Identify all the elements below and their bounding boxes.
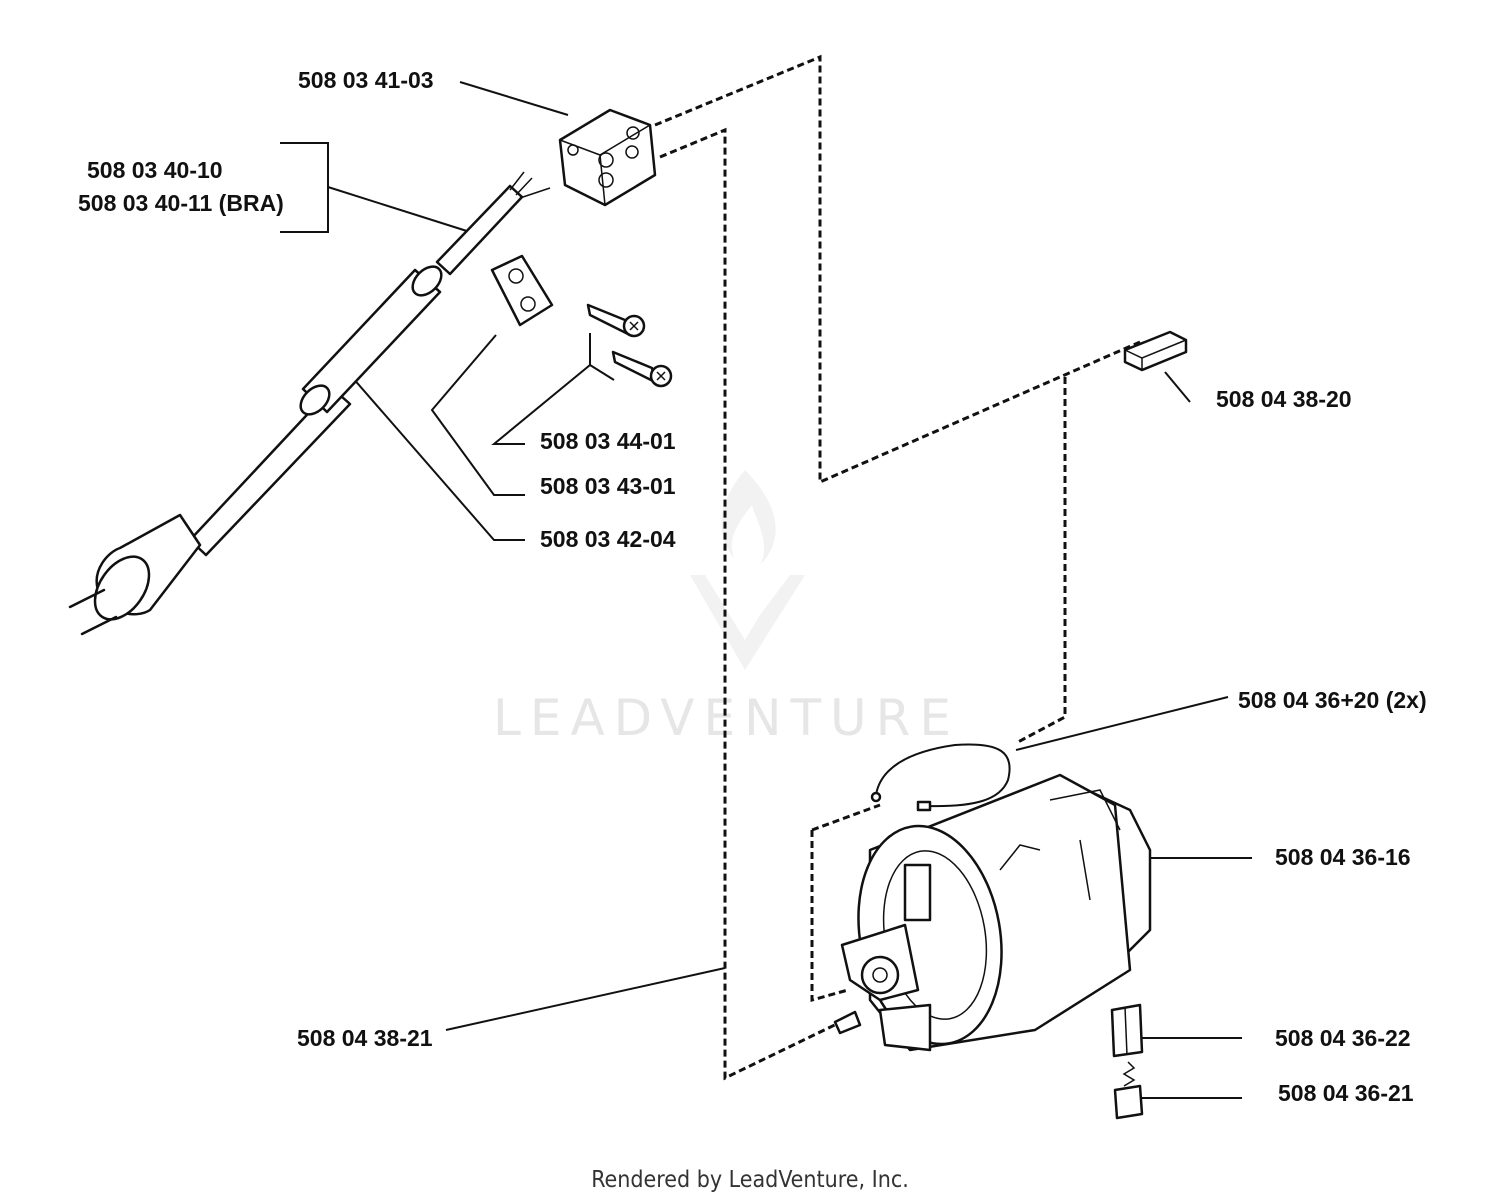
leader-lines: [280, 81, 1252, 1099]
label-wire-pair: 508 04 36+20 (2x): [1238, 687, 1427, 713]
label-cable-sleeve: 508 03 42-04: [540, 526, 676, 552]
label-cable-b: 508 03 40-11 (BRA): [78, 190, 284, 216]
spring: [1113, 1061, 1144, 1120]
watermark-logo-icon: [690, 470, 805, 670]
label-motor: 508 04 36-16: [1275, 844, 1411, 870]
label-screw: 508 03 44-01: [540, 428, 676, 454]
electric-motor: [833, 773, 1152, 1052]
dashed-connection-lines: [654, 54, 1141, 1081]
label-terminal-block: 508 03 41-03: [298, 67, 434, 93]
footer-credit: Rendered by LeadVenture, Inc.: [591, 1167, 909, 1193]
terminal-block: [558, 108, 657, 207]
label-brush-holder: 508 04 36-22: [1275, 1025, 1411, 1051]
wire-pair: [870, 743, 1011, 812]
power-cable: [68, 171, 551, 636]
label-clamp-plate: 508 03 43-01: [540, 473, 676, 499]
carbon-brush: [1123, 330, 1188, 372]
brush-holder: [1110, 1003, 1144, 1058]
label-cable-wire: 508 04 38-21: [297, 1025, 433, 1051]
clamp-plate: [490, 254, 554, 327]
watermark-text: LEADVENTURE: [493, 689, 960, 747]
label-spring: 508 04 36-21: [1278, 1080, 1414, 1106]
label-carbon-brush: 508 04 38-20: [1216, 386, 1352, 412]
screws: [586, 303, 673, 388]
label-cable-a: 508 03 40-10: [87, 157, 223, 183]
